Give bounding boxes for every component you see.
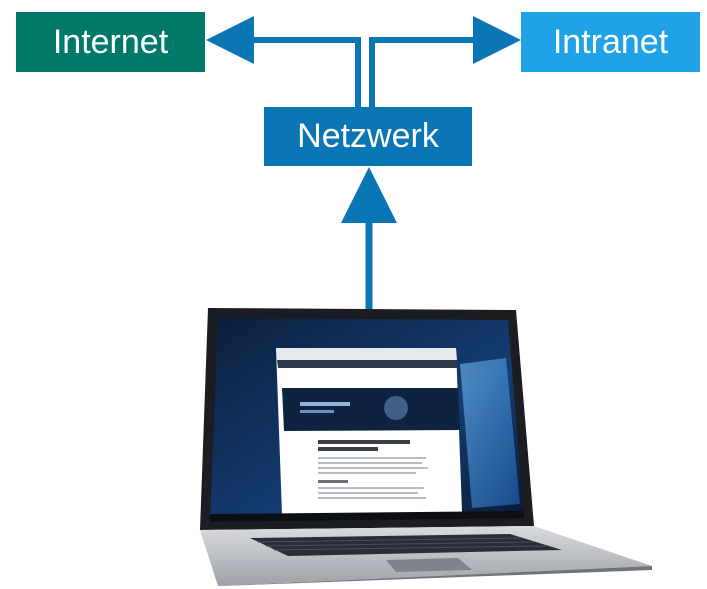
laptop-base-edge bbox=[218, 566, 652, 586]
laptop-icon bbox=[200, 308, 652, 586]
node-internet: Internet bbox=[16, 12, 205, 72]
windows-logo-glow bbox=[460, 358, 520, 508]
node-netzwerk: Netzwerk bbox=[264, 107, 472, 166]
arrow-netzwerk-to-intranet bbox=[369, 16, 521, 107]
touchpad bbox=[386, 558, 472, 572]
node-intranet: Intranet bbox=[521, 12, 700, 72]
keyboard bbox=[250, 534, 562, 556]
node-intranet-label: Intranet bbox=[552, 22, 669, 61]
arrow-netzwerk-to-internet bbox=[206, 16, 361, 107]
browser-window bbox=[276, 348, 462, 514]
node-netzwerk-label: Netzwerk bbox=[297, 117, 439, 155]
node-internet-label: Internet bbox=[52, 22, 169, 61]
taskbar bbox=[210, 511, 524, 522]
